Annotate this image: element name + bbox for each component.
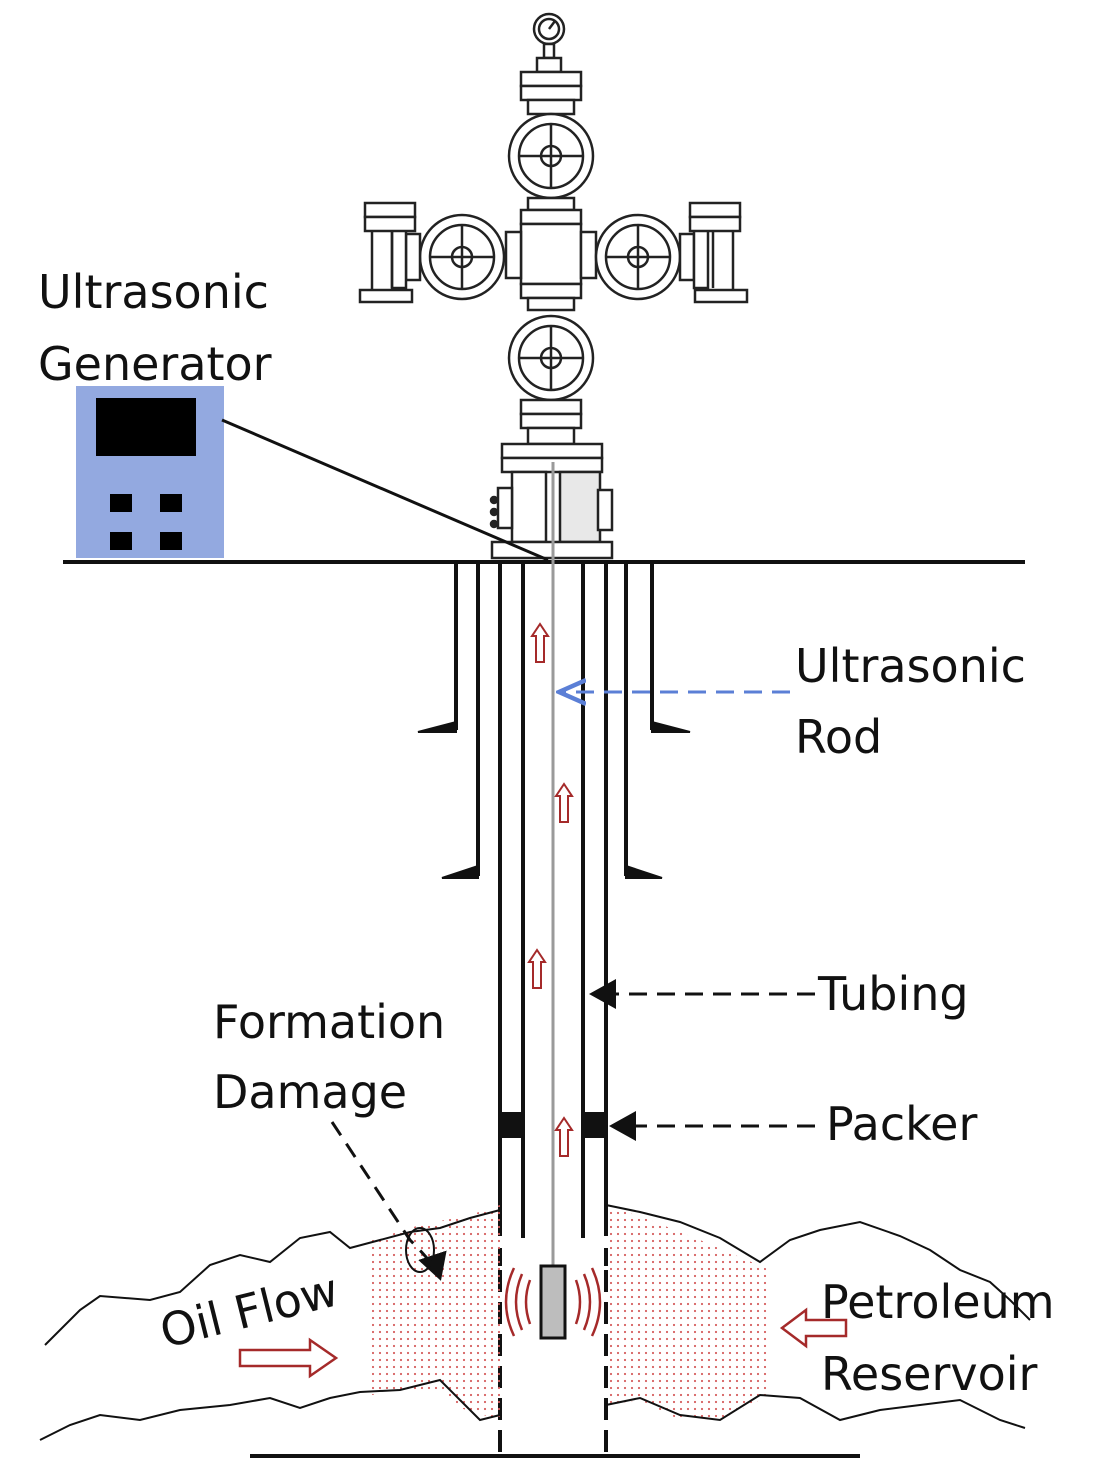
formation-damage-right xyxy=(606,1205,770,1420)
pressure-gauge-icon xyxy=(532,12,566,74)
generator-button xyxy=(160,532,182,550)
ultrasonic-waves xyxy=(504,1267,602,1337)
generator-cable xyxy=(221,418,549,562)
tubing-label: Tubing xyxy=(817,967,969,1021)
packer-right xyxy=(583,1112,606,1138)
up-arrow-icon xyxy=(554,782,574,823)
up-arrow-icon xyxy=(530,622,550,663)
up-arrow-icon xyxy=(554,1116,574,1157)
packer-label: Packer xyxy=(826,1097,977,1151)
oil-flow-arrow-icon xyxy=(238,1337,339,1379)
formation-pointer-loop xyxy=(405,1227,435,1273)
reservoir-label-line1: Petroleum xyxy=(821,1275,1055,1329)
formation-damage-left xyxy=(372,1205,500,1420)
reservoir-boundary xyxy=(39,1204,1031,1441)
valve-wheel-icon xyxy=(418,213,506,301)
generator-button xyxy=(110,494,132,512)
packer-left xyxy=(500,1112,523,1138)
rod-label-line2: Rod xyxy=(795,710,882,764)
generator-display xyxy=(96,398,196,456)
generator-button xyxy=(160,494,182,512)
valve-wheel-icon xyxy=(507,314,595,402)
ultrasonic-transducer xyxy=(539,1264,567,1340)
generator-label-line2: Generator xyxy=(38,337,272,391)
rod-label-line1: Ultrasonic xyxy=(795,639,1026,693)
wellhead xyxy=(358,12,749,560)
formation-pointer xyxy=(330,1121,447,1281)
up-arrow-icon xyxy=(527,948,547,989)
valve-wheel-icon xyxy=(594,213,682,301)
generator-label-line1: Ultrasonic xyxy=(38,265,269,319)
ultrasonic-generator xyxy=(76,386,224,558)
valve-wheel-icon xyxy=(507,112,595,200)
formation-label-line1: Formation xyxy=(213,995,445,1049)
formation-label-line2: Damage xyxy=(213,1065,407,1119)
generator-button xyxy=(110,532,132,550)
upflow-arrows xyxy=(527,622,574,1157)
reservoir-flow-arrow-icon xyxy=(779,1307,848,1349)
reservoir-label-line2: Reservoir xyxy=(821,1347,1038,1401)
